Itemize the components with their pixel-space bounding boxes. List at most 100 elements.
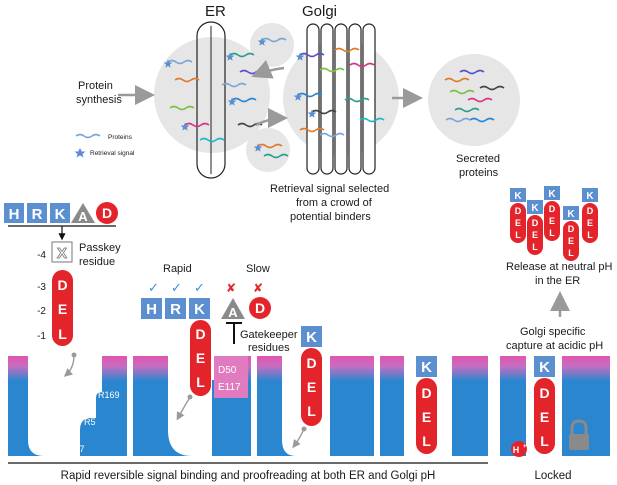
released-del-capsule: [510, 203, 526, 243]
position-minus-4: -4: [37, 250, 46, 261]
star-icon: [225, 52, 235, 61]
protein-squiggle: [454, 107, 480, 113]
left-panel: H R K A D X Passkey residue -4 -3 -2 -1 …: [4, 202, 121, 346]
released-del-letter: E: [587, 218, 593, 228]
mid-letter-a: A: [228, 305, 238, 320]
passkey-label-2: residue: [79, 256, 115, 268]
del-capsule-left: [52, 270, 73, 346]
kdel4-capsule: [416, 378, 437, 454]
legend-protein-icon: [75, 133, 101, 139]
protein-squiggle: [231, 97, 257, 103]
check-icon-r: ✓: [171, 281, 182, 296]
top-section: ER Golgi Protein synthesis Prot: [74, 3, 520, 223]
released-k-letter: K: [548, 189, 556, 200]
released-del-letter: E: [532, 230, 538, 240]
protein-squiggle: [311, 109, 337, 115]
star-icon: [257, 37, 267, 46]
released-del-capsule: [544, 201, 560, 241]
anterograde-arrow: [255, 108, 288, 129]
protein-squiggle: [319, 67, 345, 73]
kdel5-k-box: [534, 356, 555, 377]
letter-box-h: [4, 203, 24, 223]
star-icon: [293, 92, 303, 101]
slow-label: Slow: [246, 263, 270, 275]
released-del-letter: D: [532, 218, 539, 228]
letter-h: H: [9, 206, 20, 223]
vesicle-bottom: [246, 128, 290, 172]
star-icon: [74, 148, 86, 158]
hrkad-row-left: H R K A D: [4, 202, 118, 224]
kdel3-d: D: [306, 355, 316, 371]
star-icon: [253, 143, 263, 152]
released-k-letter: K: [531, 203, 539, 214]
mid-del-d: D: [195, 326, 205, 342]
released-del-letter: L: [532, 242, 538, 252]
lock-icon: [569, 419, 589, 450]
panel-3-kdel: K D E L: [301, 326, 322, 426]
locked-label: Locked: [534, 470, 571, 482]
del-letter-e: E: [58, 301, 67, 317]
check-icon-k: ✓: [194, 281, 205, 296]
golgi-label: Golgi: [302, 3, 337, 20]
protein-squiggle: [184, 122, 210, 128]
protein-squiggle: [319, 132, 345, 138]
released-del-letter: L: [549, 228, 555, 238]
proton-letter: H: [513, 445, 520, 455]
protein-squiggle: [167, 59, 193, 65]
letter-a: A: [78, 209, 88, 224]
released-del-letter: E: [568, 236, 574, 246]
retrieval-caption-3: potential binders: [290, 211, 371, 223]
kdel3-e: E: [307, 379, 316, 395]
del-letter-l: L: [58, 326, 67, 342]
del-capsule-middle: [190, 320, 211, 396]
letter-k: K: [55, 206, 66, 223]
gatekeeper-label-2: residues: [248, 342, 290, 354]
protein-squiggle: [299, 52, 325, 58]
cross-icon-d: ✘: [253, 281, 263, 295]
release-label-2: in the ER: [535, 275, 580, 287]
retrieval-caption-2: from a crowd of: [296, 197, 373, 209]
residue-e117: E117: [218, 382, 241, 393]
rapid-label: Rapid: [163, 263, 192, 275]
star-icon: [295, 52, 305, 61]
star-icon: [180, 122, 190, 131]
letter-r: R: [32, 206, 43, 223]
gatekeeper-label-1: Gatekeeper: [240, 329, 298, 341]
released-k-box: [527, 200, 543, 214]
released-k-box: [544, 186, 560, 200]
letter-box-r: [27, 203, 47, 223]
binding-pocket-1: [28, 356, 102, 456]
capture-label-2: capture at acidic pH: [506, 340, 603, 352]
letter-circle-d: [96, 202, 118, 224]
letter-box-k: [50, 203, 70, 223]
residue-r169: R169: [98, 390, 120, 400]
protein-squiggle: [469, 117, 495, 123]
protein-squiggle: [359, 117, 385, 123]
kdel5-l: L: [540, 433, 549, 449]
bottom-caption: Rapid reversible signal binding and proo…: [61, 470, 436, 482]
released-del-letter: E: [515, 218, 521, 228]
passkey-box: [51, 241, 73, 263]
released-del-capsule: [563, 221, 579, 261]
protein-squiggle: [263, 153, 289, 159]
protein-squiggle: [444, 77, 470, 83]
mid-del-e: E: [196, 350, 205, 366]
mid-letter-r: R: [170, 301, 181, 318]
proton-plus: +: [523, 444, 527, 450]
star-icon: [307, 109, 317, 118]
retrieval-caption-1: Retrieval signal selected: [270, 183, 389, 195]
protein-squiggle: [199, 137, 225, 143]
released-del-capsule: [527, 215, 543, 255]
kdel4-d: D: [421, 385, 431, 401]
protein-squiggle: [449, 89, 475, 95]
mid-letter-k: K: [194, 301, 205, 318]
kdel5-k: K: [539, 359, 550, 376]
released-k-letter: K: [586, 191, 594, 202]
legend-proteins-label: Proteins: [108, 134, 133, 141]
legend-retrieval-label: Retrieval signal: [90, 150, 135, 157]
vesicle-top: [250, 23, 294, 67]
released-del-letter: D: [549, 204, 556, 214]
protein-squiggle: [299, 127, 325, 133]
released-k-box: [582, 188, 598, 202]
